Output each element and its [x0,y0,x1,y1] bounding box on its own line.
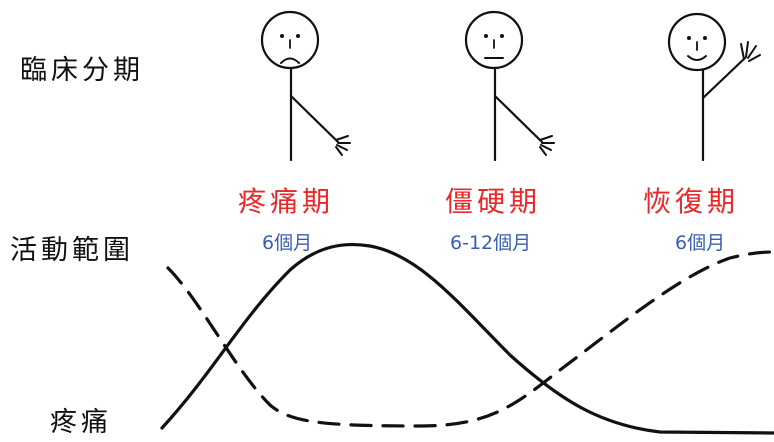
phase-duration-pain: 6個月 [262,232,313,254]
phase-name-pain: 疼痛期 [238,185,335,218]
pain-label: 疼痛 [50,407,112,438]
neutral-face-icon [464,10,524,70]
clinical-stage-label: 臨床分期 [20,55,144,86]
phase-name-recovery: 恢復期 [643,185,740,218]
pain-curve [166,250,774,428]
stick-figure-body-pain [289,66,351,162]
phase-name-stiff: 僵硬期 [445,185,542,218]
sad-face-icon [260,10,320,70]
stick-figure-body-stiff [493,66,555,162]
stick-figure-body-recovery [701,41,761,162]
range-of-motion-label: 活動範圍 [10,235,134,266]
range-of-motion-curve [160,242,774,435]
happy-face-icon [667,12,727,72]
phase-duration-recovery: 6個月 [675,232,726,254]
phase-duration-stiff: 6-12個月 [450,232,532,254]
